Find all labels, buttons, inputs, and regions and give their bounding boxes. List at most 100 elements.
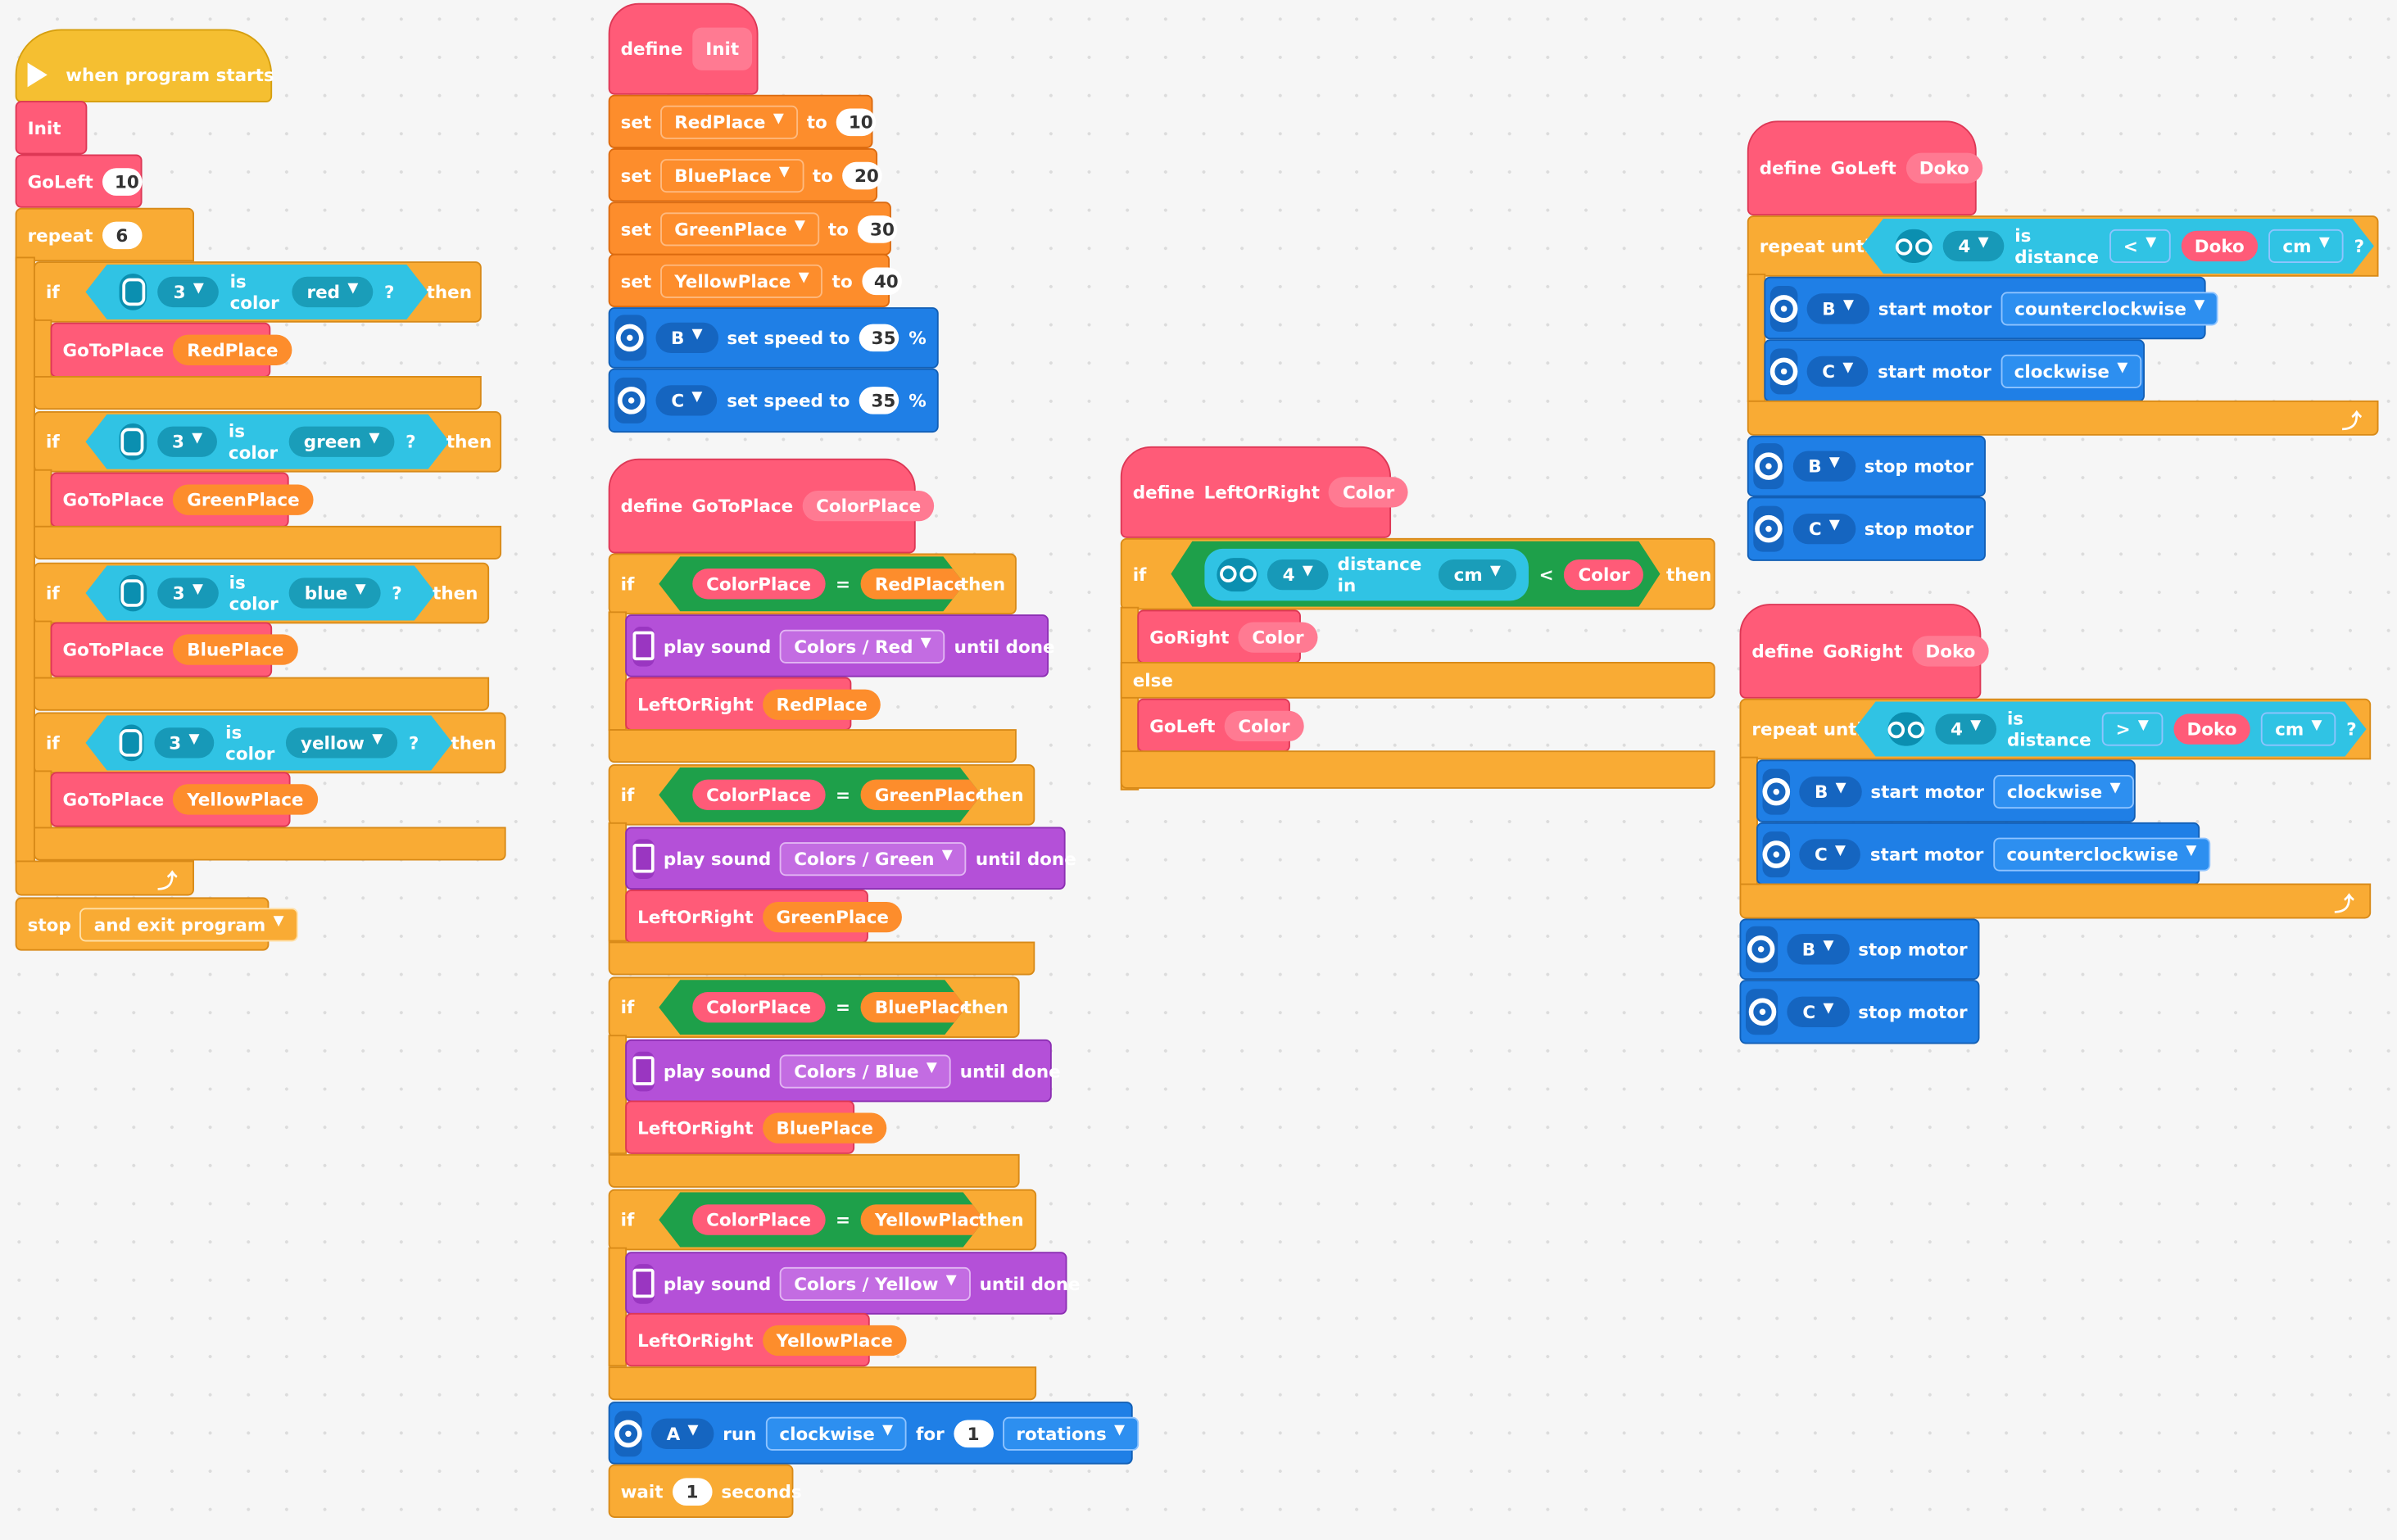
start-motor-c-block[interactable]: C▼ start motor clockwise▼	[1764, 339, 2145, 402]
is-color-green-condition[interactable]: 3▼ is color green▼ ?	[85, 414, 449, 469]
define-name-field[interactable]: Init	[691, 27, 753, 70]
color-param-reporter[interactable]: Color	[1565, 559, 1644, 589]
play-sound-blue-block[interactable]: play sound Colors / Blue▼ until done	[625, 1039, 1061, 1103]
sound-dropdown[interactable]: Colors / Yellow▼	[780, 1266, 971, 1301]
sound-dropdown[interactable]: Colors / Red▼	[780, 628, 945, 663]
motor-port-dropdown[interactable]: C▼	[1799, 838, 1861, 869]
less-than-condition[interactable]: 4▼ distance in cm▼ < Color	[1171, 541, 1660, 607]
doko-param-reporter[interactable]: Doko	[2181, 231, 2259, 261]
place-variable-reporter[interactable]: YellowPlace	[173, 784, 318, 815]
place-variable-reporter[interactable]: GreenPlace	[762, 901, 903, 932]
run-motor-block[interactable]: A▼ run clockwise▼ for 1 rotations▼	[608, 1402, 1139, 1465]
direction-dropdown[interactable]: counterclockwise▼	[2001, 291, 2219, 325]
set-redplace-block[interactable]: set RedPlace▼ to 10	[608, 94, 877, 149]
direction-dropdown[interactable]: clockwise▼	[765, 1415, 907, 1450]
comparison-dropdown[interactable]: >▼	[2102, 713, 2163, 746]
start-motor-c-block[interactable]: C▼ start motor counterclockwise▼	[1756, 822, 2211, 886]
motor-port-dropdown[interactable]: B▼	[1799, 775, 1862, 807]
goleft-call-block[interactable]: GoLeft 10	[15, 154, 143, 208]
speed-value[interactable]: 35	[859, 387, 900, 414]
colorplace-reporter[interactable]: ColorPlace	[692, 1204, 825, 1234]
equals-condition[interactable]: ColorPlace = YellowPlace	[659, 1192, 984, 1247]
stop-motor-c-block[interactable]: C▼ stop motor	[1747, 496, 1986, 561]
leftorright-call-block[interactable]: LeftOrRight GreenPlace	[625, 890, 903, 944]
set-blueplace-block[interactable]: set BluePlace▼ to 20	[608, 148, 882, 202]
when-program-starts-block[interactable]: when program starts	[15, 29, 274, 103]
param-doko[interactable]: Doko	[1911, 636, 1990, 667]
unit-dropdown[interactable]: cm▼	[2261, 713, 2336, 746]
repeat-value[interactable]: 6	[102, 220, 143, 249]
define-leftorright-block[interactable]: define LeftOrRight Color	[1120, 446, 1408, 538]
sound-dropdown[interactable]: Colors / Blue▼	[780, 1053, 951, 1088]
motor-port-dropdown[interactable]: A▼	[650, 1417, 714, 1449]
color-dropdown[interactable]: green▼	[288, 427, 395, 457]
direction-dropdown[interactable]: clockwise▼	[2000, 353, 2142, 388]
color-dropdown[interactable]: red▼	[292, 277, 374, 307]
sensor-port-dropdown[interactable]: 3▼	[158, 277, 220, 307]
set-speed-b-block[interactable]: B▼ set speed to 35 %	[608, 307, 939, 369]
set-value[interactable]: 20	[842, 161, 882, 189]
param-doko[interactable]: Doko	[1905, 152, 1983, 183]
play-sound-red-block[interactable]: play sound Colors / Red▼ until done	[625, 614, 1055, 677]
unit-dropdown[interactable]: cm▼	[2269, 229, 2344, 263]
place-variable-reporter[interactable]: BluePlace	[173, 634, 298, 665]
unit-dropdown[interactable]: cm▼	[1439, 559, 1516, 589]
gotoplace-call-block[interactable]: GoToPlace YellowPlace	[50, 772, 318, 827]
set-value[interactable]: 40	[861, 266, 902, 295]
color-dropdown[interactable]: blue▼	[289, 578, 381, 608]
color-param-reporter[interactable]: Color	[1238, 621, 1318, 652]
define-init-block[interactable]: define Init	[608, 2, 759, 95]
define-goleft-block[interactable]: define GoLeft Doko	[1747, 120, 1983, 216]
define-goright-block[interactable]: define GoRight Doko	[1739, 604, 1990, 699]
speed-value[interactable]: 35	[859, 324, 900, 352]
motor-port-dropdown[interactable]: C▼	[655, 385, 718, 416]
is-distance-condition[interactable]: 4▼ is distance <▼ Doko cm▼ ?	[1862, 219, 2374, 274]
colorplace-reporter[interactable]: ColorPlace	[692, 780, 825, 810]
sensor-port-dropdown[interactable]: 3▼	[156, 427, 218, 457]
equals-condition[interactable]: ColorPlace = BluePlace	[659, 980, 966, 1035]
goleft-value[interactable]: 10	[102, 167, 143, 195]
sensor-port-dropdown[interactable]: 4▼	[1935, 713, 1996, 744]
sensor-port-dropdown[interactable]: 4▼	[1943, 231, 2005, 261]
stop-motor-b-block[interactable]: B▼ stop motor	[1739, 918, 1980, 981]
sensor-port-dropdown[interactable]: 4▼	[1267, 559, 1329, 589]
gotoplace-call-block[interactable]: GoToPlace GreenPlace	[50, 472, 314, 528]
sound-dropdown[interactable]: Colors / Green▼	[780, 841, 967, 876]
direction-dropdown[interactable]: counterclockwise▼	[1992, 836, 2211, 871]
color-param-reporter[interactable]: Color	[1224, 709, 1304, 741]
place-variable-reporter[interactable]: YellowPlace	[762, 1324, 907, 1356]
goleft-call-block[interactable]: GoLeft Color	[1137, 698, 1304, 753]
set-speed-c-block[interactable]: C▼ set speed to 35 %	[608, 368, 939, 433]
place-variable-reporter[interactable]: RedPlace	[173, 334, 292, 365]
motor-port-dropdown[interactable]: B▼	[1806, 292, 1869, 324]
equals-condition[interactable]: ColorPlace = GreenPlace	[659, 768, 981, 822]
motor-port-dropdown[interactable]: C▼	[1787, 996, 1850, 1027]
play-sound-green-block[interactable]: play sound Colors / Green▼ until done	[625, 827, 1076, 890]
is-color-blue-condition[interactable]: 3▼ is color blue▼ ?	[85, 565, 435, 620]
doko-param-reporter[interactable]: Doko	[2173, 713, 2251, 744]
motor-port-dropdown[interactable]: B▼	[1787, 934, 1850, 965]
motor-port-dropdown[interactable]: B▼	[655, 322, 718, 354]
variable-dropdown[interactable]: YellowPlace▼	[660, 263, 823, 297]
variable-dropdown[interactable]: RedPlace▼	[660, 104, 798, 138]
start-motor-b-block[interactable]: B▼ start motor counterclockwise▼	[1764, 276, 2219, 340]
goright-call-block[interactable]: GoRight Color	[1137, 609, 1318, 664]
rotations-value[interactable]: 1	[953, 1419, 994, 1447]
variable-dropdown[interactable]: GreenPlace▼	[660, 211, 819, 246]
sensor-port-dropdown[interactable]: 3▼	[154, 727, 215, 758]
is-color-red-condition[interactable]: 3▼ is color red▼ ?	[85, 265, 428, 319]
set-yellowplace-block[interactable]: set YellowPlace▼ to 40	[608, 253, 902, 308]
stop-motor-c-block[interactable]: C▼ stop motor	[1739, 980, 1980, 1044]
set-greenplace-block[interactable]: set GreenPlace▼ to 30	[608, 202, 898, 256]
place-variable-reporter[interactable]: BluePlace	[762, 1112, 887, 1143]
stop-motor-b-block[interactable]: B▼ stop motor	[1747, 435, 1986, 497]
is-distance-condition[interactable]: 4▼ is distance >▼ Doko cm▼ ?	[1854, 701, 2366, 756]
param-colorplace[interactable]: ColorPlace	[802, 490, 936, 522]
set-value[interactable]: 10	[836, 107, 877, 136]
wait-value[interactable]: 1	[672, 1477, 713, 1506]
comparison-dropdown[interactable]: <▼	[2109, 229, 2170, 263]
leftorright-call-block[interactable]: LeftOrRight RedPlace	[625, 677, 881, 731]
equals-condition[interactable]: ColorPlace = RedPlace	[659, 556, 964, 611]
direction-dropdown[interactable]: clockwise▼	[1993, 774, 2135, 808]
